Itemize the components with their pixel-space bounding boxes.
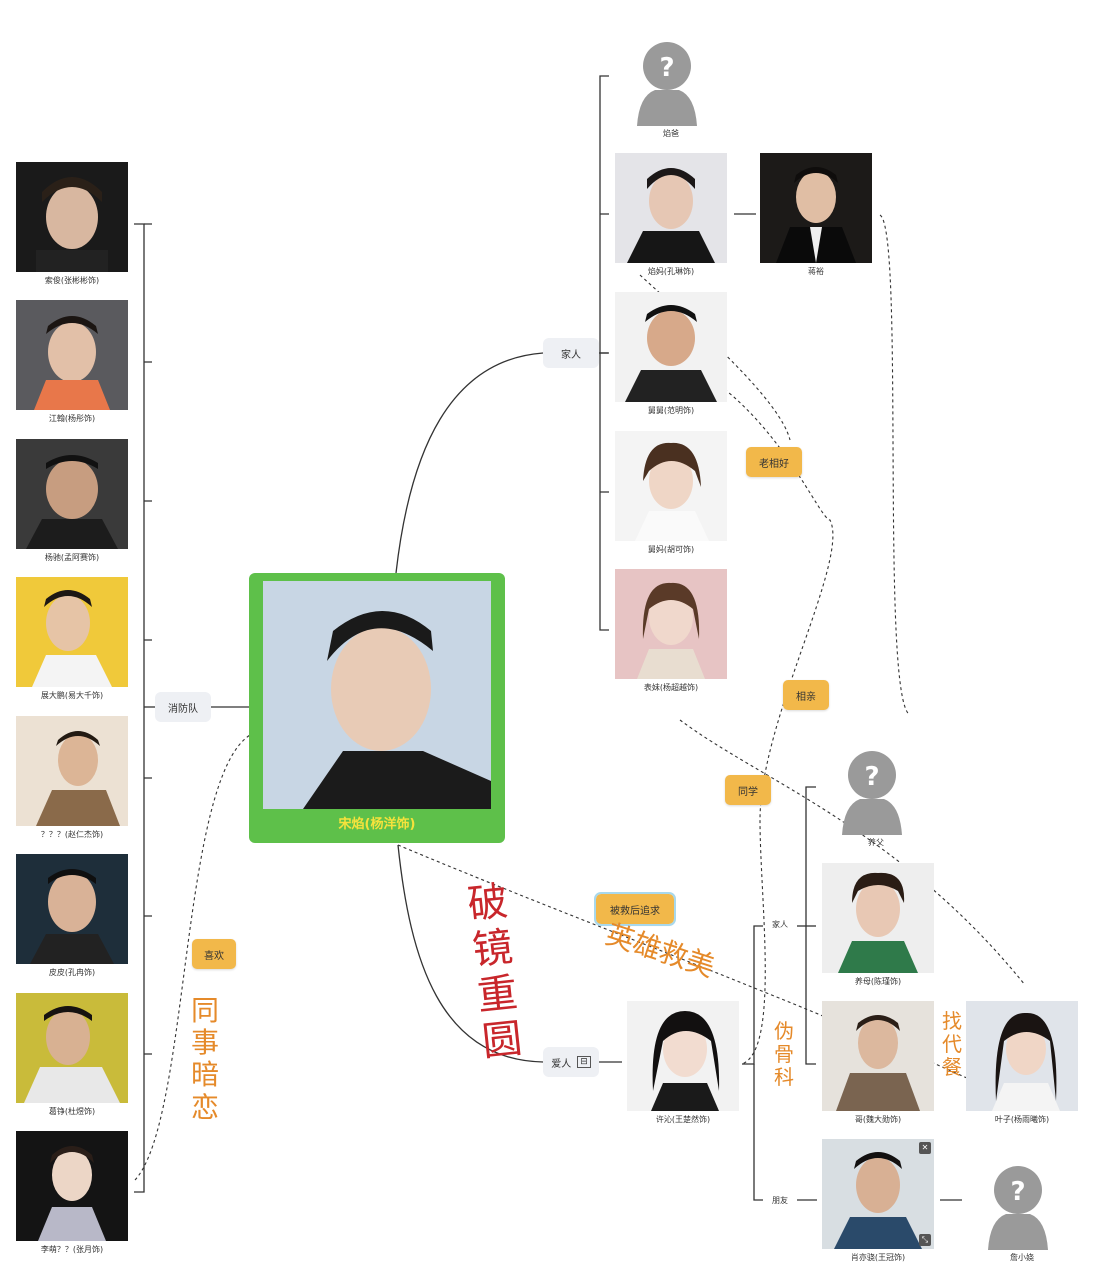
blind-date-dashed-link (879, 214, 911, 716)
photo-caption: 焰爸 (663, 129, 679, 138)
portrait-photo (16, 716, 128, 826)
portrait-photo (16, 577, 128, 687)
svg-text:?: ? (659, 53, 674, 83)
photo-caption: 养父 (868, 838, 884, 847)
unknown-person-icon: ? (988, 1166, 1048, 1250)
portrait-photo (263, 581, 491, 809)
branch-family[interactable]: 家人 (543, 338, 599, 368)
firefighters-bracket (134, 223, 145, 1193)
expand-icon[interactable]: ⤡ (919, 1234, 931, 1246)
portrait-photo (16, 854, 128, 964)
branch-firefighters[interactable]: 消防队 (155, 692, 211, 722)
center-lover-link (397, 844, 544, 1063)
photo-caption: 江翰(杨彤饰) (48, 414, 96, 423)
branch-lover[interactable]: 爱人 ⊟ (543, 1047, 599, 1077)
portrait-photo (615, 569, 727, 679)
photo-caption: 表妹(杨超越饰) (643, 683, 699, 692)
portrait-photo (615, 292, 727, 402)
portrait-photo: ✕ ⤡ (822, 1139, 934, 1249)
photo-caption: 蒋裕 (808, 267, 824, 276)
tag-classmate[interactable]: 同学 (725, 775, 771, 805)
portrait-photo (760, 153, 872, 263)
photo-caption: 杨驰(孟阿赛饰) (44, 553, 100, 562)
note-colleague-crush: 同事暗恋 (190, 994, 219, 1124)
photo-caption: 李萌？？(张月饰) (40, 1245, 104, 1254)
tag-rescue-pursue[interactable]: 被救后追求 (594, 892, 676, 926)
branch-xu-family[interactable]: 家人 (772, 920, 788, 929)
note-orthopedics: 伪骨科 (774, 1019, 794, 1089)
center-family-link (395, 352, 544, 574)
photo-caption: 展大鹏(易大千饰) (40, 691, 104, 700)
note-substitute: 找代餐 (942, 1009, 962, 1079)
center-name: 宋焰(杨洋饰) (338, 817, 416, 832)
photo-caption: 詹小娆 (1010, 1253, 1034, 1262)
tag-like[interactable]: 喜欢 (192, 939, 236, 969)
tag-old-lover[interactable]: 老相好 (746, 447, 802, 477)
photo-caption: 叶子(杨雨曦饰) (994, 1115, 1050, 1124)
branch-xu-friends[interactable]: 朋友 (772, 1196, 788, 1205)
photo-caption: 舅舅(范明饰) (647, 406, 695, 415)
portrait-photo (615, 431, 727, 541)
collapse-icon[interactable]: ⊟ (577, 1056, 591, 1068)
photo-caption: 肖亦骁(王冠饰) (850, 1253, 906, 1262)
photo-caption: 养母(陈瑾饰) (854, 977, 902, 986)
center-node[interactable]: 宋焰(杨洋饰) (249, 573, 505, 843)
portrait-photo (966, 1001, 1078, 1111)
portrait-photo (822, 863, 934, 973)
rescue-dashed-link (397, 844, 1016, 1101)
photo-caption: 舅妈(胡可饰) (647, 545, 695, 554)
portrait-photo (615, 153, 727, 263)
trash-icon[interactable]: ✕ (919, 1142, 931, 1154)
like-dashed-link (134, 734, 251, 1181)
portrait-photo (16, 993, 128, 1103)
classmate-dashed-link (679, 719, 1026, 986)
branch-lover-label: 爱人 (551, 1058, 572, 1070)
photo-caption: 许沁(王楚然饰) (655, 1115, 711, 1124)
tag-blind-date[interactable]: 相亲 (783, 680, 829, 710)
portrait-photo (16, 1131, 128, 1241)
svg-text:?: ? (1010, 1177, 1025, 1207)
photo-caption: 葛铮(杜煜饰) (48, 1107, 96, 1116)
unknown-person-icon: ? (637, 42, 697, 126)
photo-caption: 焰妈(孔琳饰) (647, 267, 695, 276)
svg-text:?: ? (864, 762, 879, 792)
portrait-photo (627, 1001, 739, 1111)
portrait-photo (822, 1001, 934, 1111)
photo-caption: ？？？(赵仁杰饰) (40, 830, 104, 839)
portrait-photo (16, 162, 128, 272)
photo-caption: 皮皮(孔冉饰) (48, 968, 96, 977)
unknown-person-icon: ? (842, 751, 902, 835)
photo-caption: 索俊(张彬彬饰) (44, 276, 100, 285)
portrait-photo (16, 439, 128, 549)
photo-caption: 哥(魏大勋饰) (854, 1115, 902, 1124)
portrait-photo (16, 300, 128, 410)
